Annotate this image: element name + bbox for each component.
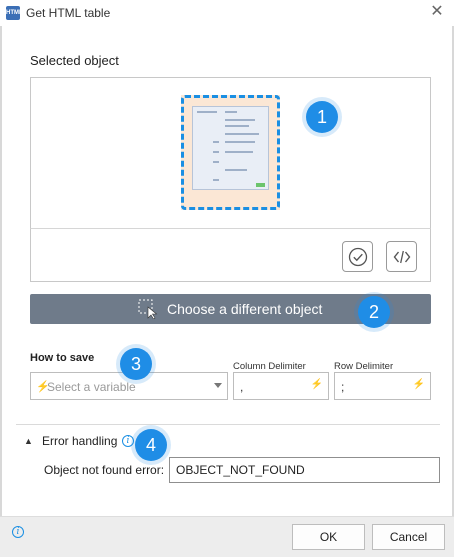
step-badge-3: 3 <box>120 348 152 380</box>
selected-object-label: Selected object <box>30 53 119 68</box>
html-app-icon: HTML <box>6 6 23 20</box>
select-pointer-icon <box>138 299 158 319</box>
lightning-icon: ⚡ <box>36 381 50 393</box>
info-icon[interactable]: i <box>12 526 24 538</box>
error-handling-title[interactable]: Error handling <box>42 434 118 448</box>
collapse-toggle-icon[interactable]: ▲ <box>24 436 33 446</box>
title-bar: HTML Get HTML table ✕ <box>0 0 454 26</box>
step-badge-2: 2 <box>358 296 390 328</box>
row-delimiter-value: ; <box>341 380 345 394</box>
column-delimiter-value: , <box>240 380 244 394</box>
check-circle-icon <box>348 247 368 267</box>
object-not-found-label: Object not found error: <box>44 463 165 477</box>
step-badge-4: 4 <box>135 429 167 461</box>
ok-button[interactable]: OK <box>292 524 365 550</box>
selection-highlight <box>181 95 280 210</box>
row-delimiter-label: Row Delimiter <box>334 361 394 372</box>
lightning-icon[interactable]: ⚡ <box>310 379 323 390</box>
object-thumbnail <box>192 106 269 190</box>
cancel-button[interactable]: Cancel <box>372 524 445 550</box>
window-title: Get HTML table <box>26 6 111 20</box>
column-delimiter-input[interactable]: , ⚡ <box>233 372 329 400</box>
column-delimiter-label: Column Delimiter <box>233 361 306 372</box>
right-border <box>452 26 454 516</box>
code-brackets-icon <box>393 250 411 264</box>
choose-different-object-label: Choose a different object <box>167 301 323 317</box>
left-border <box>0 26 2 516</box>
section-divider <box>16 424 440 425</box>
step-badge-1: 1 <box>306 101 338 133</box>
validate-button[interactable] <box>342 241 373 272</box>
object-not-found-input[interactable] <box>169 457 440 483</box>
chevron-down-icon[interactable] <box>214 383 222 388</box>
close-icon[interactable]: ✕ <box>430 3 444 20</box>
lightning-icon[interactable]: ⚡ <box>412 379 425 390</box>
variable-placeholder: Select a variable <box>47 380 136 394</box>
row-delimiter-input[interactable]: ; ⚡ <box>334 372 431 400</box>
view-code-button[interactable] <box>386 241 417 272</box>
info-icon[interactable]: i <box>122 435 134 447</box>
how-to-save-label: How to save <box>30 352 95 364</box>
